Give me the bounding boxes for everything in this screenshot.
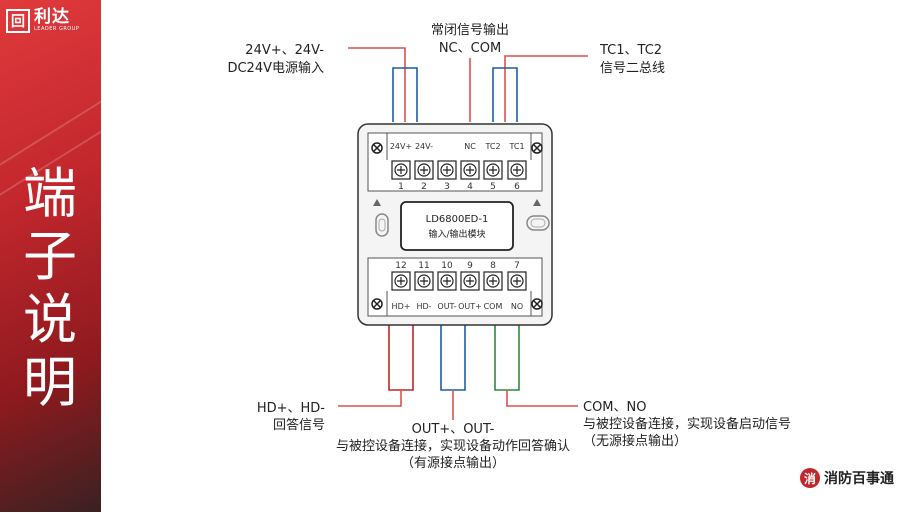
bus-wire: [492, 67, 518, 122]
terminal-number: 3: [444, 182, 450, 192]
terminal-number: 9: [467, 261, 473, 271]
slide-title-char: 子: [23, 225, 77, 288]
terminal-label: 24V-: [415, 142, 433, 151]
terminal-screw-icon: [460, 160, 480, 180]
power-annotation-title: 24V+、24V-: [245, 43, 324, 58]
power-leader-line: [348, 47, 406, 122]
footer-brand: 消 消防百事通: [800, 468, 894, 488]
logo-name-cn: 利达: [34, 7, 70, 27]
slide-title-char: 端: [23, 162, 77, 225]
terminal-screw-icon: [460, 271, 480, 291]
top-terminals: 24V+ 1 24V- 2 3 NC 4 TC2 5 TC1 6: [390, 142, 527, 192]
sidebar-panel: 回 利达 LEADER GROUP 端 子 说 明: [0, 0, 101, 512]
company-logo: 回 利达 LEADER GROUP: [6, 8, 79, 33]
com-no-annotation-title: COM、NO: [583, 400, 646, 415]
terminal-label: HD+: [392, 302, 411, 311]
arrow-up-icon: [373, 199, 381, 206]
slide-title: 端 子 说 明: [14, 162, 86, 414]
terminal-screw-icon: [483, 271, 503, 291]
footer-brand-text: 消防百事通: [824, 471, 894, 487]
led-slot-icon: [526, 215, 550, 231]
nc-annotation-title: 常闭信号输出: [431, 22, 509, 38]
terminal-number: 2: [421, 182, 427, 192]
nc-annotation-desc: NC、COM: [439, 41, 501, 56]
mounting-screw-icon: [371, 142, 383, 154]
terminal-number: 10: [441, 261, 453, 271]
led-slot-inner-icon: [530, 218, 546, 228]
com-no-annotation-desc: 与被控设备连接，实现设备启动信号: [583, 416, 791, 432]
power-wire: [392, 67, 418, 122]
bus-annotation-title: TC1、TC2: [599, 43, 662, 58]
terminal-label: OUT+: [458, 302, 482, 311]
module-model: LD6800ED-1: [426, 214, 489, 225]
terminal-number: 11: [418, 261, 429, 271]
feedback-annotation-title: HD+、HD-: [257, 401, 325, 416]
terminal-number: 5: [490, 182, 496, 192]
terminal-screw-icon: [414, 160, 434, 180]
terminal-screw-icon: [414, 271, 434, 291]
hd-wire: [388, 322, 414, 391]
feedback-annotation-desc: 回答信号: [273, 417, 325, 433]
terminal-label: TC1: [508, 142, 524, 151]
com-no-annotation-note: （无源接点输出）: [583, 433, 687, 449]
terminal-label: COM: [484, 302, 503, 311]
fire-brand-icon: 消: [800, 468, 820, 488]
terminal-screw-icon: [507, 271, 527, 291]
terminal-label: OUT-: [437, 302, 456, 311]
bus-leader-line: [504, 55, 588, 122]
module-name: 输入/输出模块: [428, 228, 485, 240]
bus-annotation-desc: 信号二总线: [600, 61, 665, 76]
terminal-label: 24V+: [390, 142, 412, 151]
slide-title-char: 明: [23, 351, 77, 414]
mounting-screw-icon: [531, 142, 543, 154]
terminal-number: 6: [514, 182, 520, 192]
out-annotation-note: （有源接点输出）: [401, 455, 505, 471]
terminal-screw-icon: [507, 160, 527, 180]
terminal-label: NO: [511, 302, 523, 311]
terminal-screw-icon: [437, 160, 457, 180]
out-annotation-title: OUT+、OUT-: [412, 422, 495, 437]
slide-title-char: 说: [23, 288, 77, 351]
com-no-wire: [494, 322, 520, 391]
arrow-up-icon: [533, 199, 541, 206]
terminal-number: 7: [514, 261, 520, 271]
com-no-leader-line: [506, 390, 578, 407]
led-slot-inner-icon: [378, 218, 386, 232]
terminal-screw-icon: [483, 160, 503, 180]
terminal-label: NC: [464, 142, 476, 151]
terminal-screw-icon: [437, 271, 457, 291]
terminal-label: TC2: [484, 142, 500, 151]
terminal-number: 1: [398, 182, 404, 192]
terminal-label: HD-: [416, 302, 431, 311]
logo-name-en: LEADER GROUP: [34, 26, 80, 32]
out-wire: [440, 322, 466, 391]
led-slot-icon: [375, 213, 389, 237]
power-annotation-desc: DC24V电源输入: [227, 60, 324, 76]
terminal-screw-icon: [391, 271, 411, 291]
terminal-number: 12: [395, 261, 406, 271]
mounting-screw-icon: [371, 298, 383, 310]
module-label-plate: [400, 201, 514, 251]
logo-mark-icon: 回: [6, 8, 30, 33]
hd-leader-line: [338, 390, 402, 407]
terminal-number: 4: [467, 182, 473, 192]
out-annotation-desc: 与被控设备连接，实现设备动作回答确认: [336, 438, 570, 454]
mounting-screw-icon: [531, 298, 543, 310]
terminal-screw-icon: [391, 160, 411, 180]
terminal-number: 8: [490, 261, 496, 271]
